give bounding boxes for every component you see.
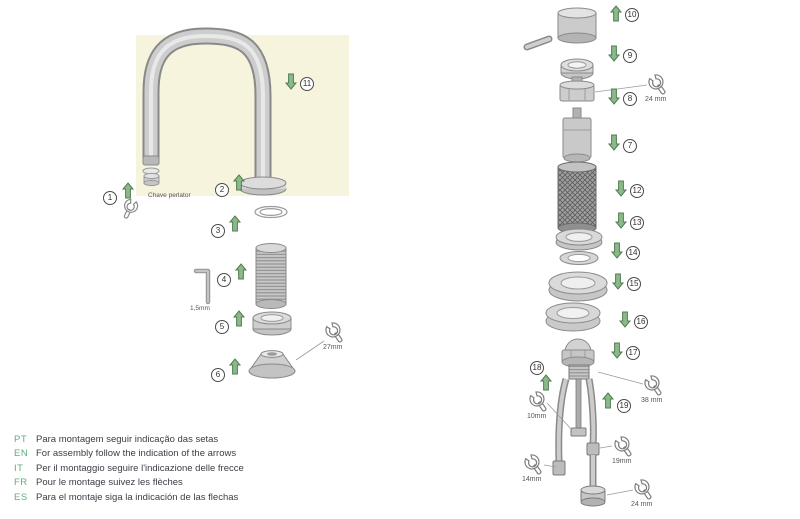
right-assembly xyxy=(523,7,648,507)
shank-and-hoses xyxy=(552,364,600,490)
assembly-arrow-down-icon xyxy=(614,212,628,229)
assembly-arrow-up-icon xyxy=(234,263,248,280)
assembly-arrow-down-icon xyxy=(611,273,625,290)
language-code-fr: FR xyxy=(14,477,28,489)
knurled-body xyxy=(557,161,597,234)
aerator-parts xyxy=(142,155,160,187)
instruction-text-es: Para el montaje siga la indicación de la… xyxy=(36,491,239,503)
o-ring xyxy=(254,205,288,219)
base-escutcheon xyxy=(248,350,296,379)
handle-cap xyxy=(557,7,597,44)
leader-lines xyxy=(543,84,648,496)
instruction-row-en: EN For assembly follow the indication of… xyxy=(14,447,244,461)
assembly-arrow-up-icon xyxy=(228,215,242,232)
leader-line xyxy=(295,340,325,361)
assembly-arrow-up-icon xyxy=(539,374,553,391)
assembly-arrow-up-icon xyxy=(232,310,246,327)
instruction-row-it: IT Per il montaggio seguire l'indicazion… xyxy=(14,462,244,476)
collar-ring xyxy=(560,58,594,80)
instruction-text-fr: Pour le montage suivez les flèches xyxy=(36,477,183,489)
gland-collar xyxy=(252,311,292,336)
assembly-arrow-down-icon xyxy=(607,45,621,62)
ring-stack xyxy=(545,302,601,332)
assembly-arrow-up-icon xyxy=(228,358,242,375)
assembly-arrow-down-icon xyxy=(607,134,621,151)
assembly-arrow-up-icon xyxy=(121,182,135,199)
language-code-pt: PT xyxy=(14,434,28,445)
assembly-arrow-down-icon xyxy=(284,73,298,90)
instruction-row-pt: PT Para montagem seguir indicação das se… xyxy=(14,433,244,447)
seal-ring xyxy=(559,251,599,265)
assembly-arrow-up-icon xyxy=(609,5,623,22)
instruction-text-it: Per il montaggio seguire l'indicazione d… xyxy=(36,462,244,474)
wrench-icon xyxy=(644,375,662,396)
assembly-arrow-down-icon xyxy=(614,180,628,197)
instruction-text-en: For assembly follow the indication of th… xyxy=(36,448,237,460)
perlator-key xyxy=(123,198,139,219)
base-ring-large xyxy=(548,271,608,302)
wrench-icon xyxy=(325,322,343,343)
language-code-es: ES xyxy=(14,491,28,503)
bottom-nut xyxy=(580,485,606,507)
flange-ring xyxy=(555,228,603,251)
threaded-tube xyxy=(255,243,287,309)
assembly-arrow-down-icon xyxy=(610,242,624,259)
panel-background xyxy=(136,35,349,196)
wrench-icon xyxy=(524,454,542,475)
language-instructions: PT Para montagem seguir indicação das se… xyxy=(14,433,244,505)
wrench-icon xyxy=(634,479,652,500)
language-code-it: IT xyxy=(14,462,24,474)
assembly-arrow-down-icon xyxy=(610,342,624,359)
faucet-base-flange xyxy=(239,176,287,196)
instruction-row-fr: FR Pour le montage suivez les flèches xyxy=(14,476,244,490)
wrench-icon xyxy=(614,436,632,457)
assembly-arrow-down-icon xyxy=(618,311,632,328)
allen-key xyxy=(193,268,211,305)
language-code-en: EN xyxy=(14,448,29,460)
handle-pin xyxy=(523,35,553,51)
instruction-row-es: ES Para el montaje siga la indicación de… xyxy=(14,491,244,505)
instruction-text-pt: Para montagem seguir indicação das setas xyxy=(36,434,219,445)
assembly-arrow-down-icon xyxy=(607,88,621,105)
wrench-icon xyxy=(648,74,666,95)
cartridge-body xyxy=(562,107,592,163)
left-assembly xyxy=(123,27,349,379)
cartridge-nut xyxy=(559,76,595,102)
assembly-arrow-up-icon xyxy=(232,174,246,191)
wrench-icon xyxy=(529,391,547,412)
faucet-spout xyxy=(142,27,272,188)
assembly-arrow-up-icon xyxy=(601,392,615,409)
mounting-nut xyxy=(561,338,595,368)
